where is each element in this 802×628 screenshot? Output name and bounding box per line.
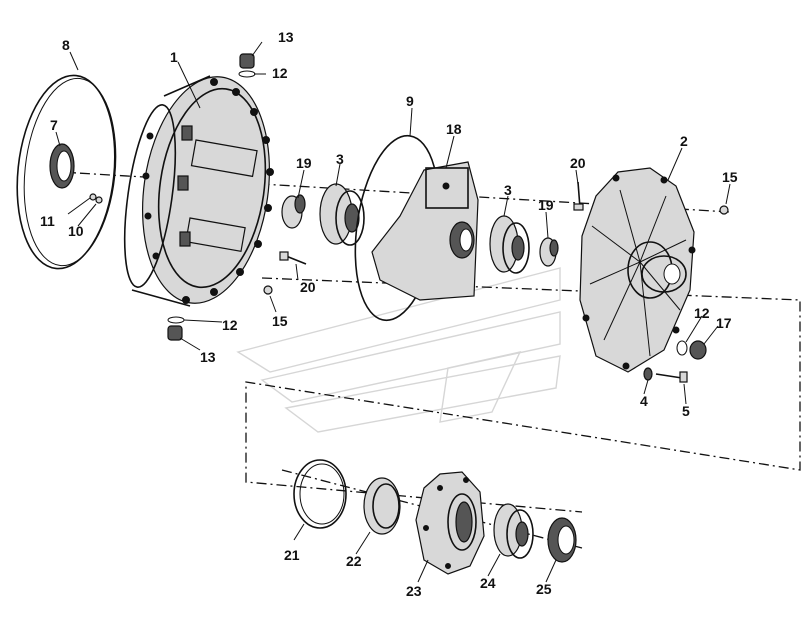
- callout-3-left: 3: [336, 151, 344, 167]
- callout-12-right: 12: [694, 305, 710, 321]
- part-7-small-seal: [49, 143, 75, 189]
- center-axis-line: [59, 171, 731, 213]
- part-20-bolt-right: [573, 181, 584, 211]
- callout-13-top: 13: [278, 29, 294, 45]
- leader-lines: [55, 41, 731, 583]
- callout-21: 21: [284, 547, 300, 563]
- part-24-bearing: [493, 503, 534, 559]
- part-25-seal: [547, 517, 577, 563]
- callout-18: 18: [446, 121, 462, 137]
- part-15-plug-right: [719, 205, 729, 215]
- part-19-flange-left: [281, 194, 306, 229]
- callout-17: 17: [716, 315, 732, 331]
- callout-20-left: 20: [300, 279, 316, 295]
- callout-12-top: 12: [272, 65, 288, 81]
- part-13-fitting-bottom: [167, 316, 185, 341]
- part-17-plug: [689, 340, 707, 360]
- callout-11: 11: [40, 213, 55, 229]
- part-18-carrier: [371, 161, 479, 301]
- callout-12-bottom: 12: [222, 317, 238, 333]
- part-21-ring: [293, 459, 347, 529]
- callout-20-right: 20: [570, 155, 586, 171]
- part-15-plug-left: [263, 285, 273, 295]
- callout-22: 22: [346, 553, 362, 569]
- callout-2: 2: [680, 133, 688, 149]
- callout-24: 24: [480, 575, 496, 591]
- part-3-bearing-right: [489, 215, 530, 274]
- watermark-logo: [236, 267, 561, 433]
- part-13-fitting-top: [238, 53, 256, 78]
- part-19-flange-right: [539, 237, 559, 267]
- callout-25: 25: [536, 581, 552, 597]
- callout-19-left: 19: [296, 155, 312, 171]
- callout-labels: 1 2 3 3 4 5 7 8 9 10 11 12 12 12 13 13 1…: [40, 29, 738, 599]
- callout-9: 9: [406, 93, 414, 109]
- callout-3-right: 3: [504, 182, 512, 198]
- callout-8: 8: [62, 37, 70, 53]
- callout-7: 7: [50, 117, 58, 133]
- part-23-flange-hub: [415, 471, 485, 575]
- callout-1: 1: [170, 49, 178, 65]
- callout-5: 5: [682, 403, 690, 419]
- callout-4: 4: [640, 393, 648, 409]
- part-10-11-small-parts: [89, 193, 103, 204]
- part-12-washer-right: [676, 340, 688, 356]
- callout-10: 10: [68, 223, 84, 239]
- part-2-cover: [579, 167, 696, 373]
- part-1-housing: [123, 75, 274, 307]
- part-5-bolt: [655, 371, 688, 383]
- callout-19-right: 19: [538, 197, 554, 213]
- assembly-outline: [245, 277, 801, 513]
- part-8-seal-ring: [16, 74, 117, 270]
- part-4-washer: [643, 367, 653, 381]
- callout-15-left: 15: [272, 313, 288, 329]
- callout-15-right: 15: [722, 169, 738, 185]
- callout-13-bottom: 13: [200, 349, 216, 365]
- part-22-seal: [363, 477, 401, 535]
- callout-23: 23: [406, 583, 422, 599]
- part-3-bearing-left: [319, 183, 365, 246]
- part-20-bolt-left: [279, 251, 307, 265]
